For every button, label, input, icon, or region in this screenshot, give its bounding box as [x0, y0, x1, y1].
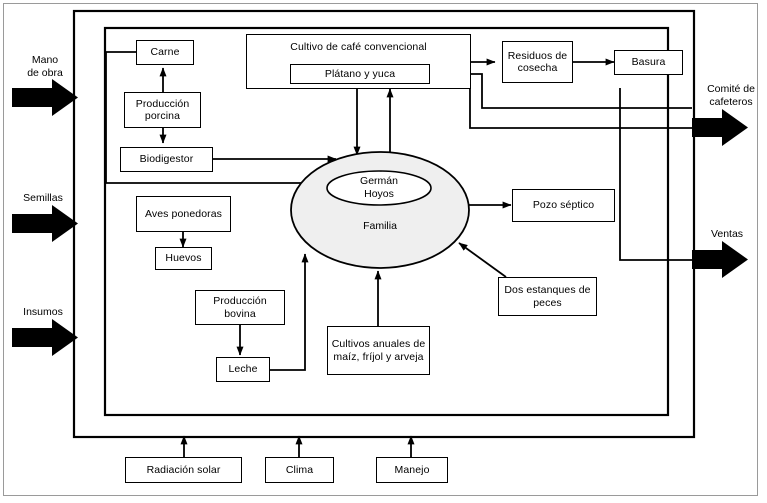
node-pozo-septico[interactable]: Pozo séptico	[512, 189, 615, 222]
node-radiacion-solar[interactable]: Radiación solar	[125, 457, 242, 483]
familia-ellipse	[290, 151, 470, 269]
node-huevos[interactable]: Huevos	[155, 247, 212, 270]
german-hoyos-ellipse	[326, 170, 432, 206]
arrow-mano-de-obra	[12, 79, 78, 116]
input-label-insumos: Insumos	[23, 306, 63, 318]
production-boundary	[103, 26, 670, 417]
node-platano-yuca[interactable]: Plátano y yuca	[290, 64, 430, 84]
arrow-comite-de-cafeteros	[692, 109, 748, 146]
link-carne-to-familia	[105, 51, 333, 187]
output-label-comite-de-cafeteros: Comité de cafeteros	[707, 83, 755, 108]
arrow-insumos	[12, 319, 78, 356]
arrow-ventas	[692, 241, 748, 278]
node-leche[interactable]: Leche	[216, 357, 270, 382]
node-basura[interactable]: Basura	[614, 50, 683, 75]
link-estanques-to-familia	[458, 242, 507, 278]
output-label-ventas: Ventas	[710, 228, 744, 240]
node-residuos-cosecha[interactable]: Residuos de cosecha	[502, 41, 573, 83]
input-label-semillas: Semillas	[23, 192, 63, 204]
center-outer-label: Familia	[363, 220, 397, 232]
node-aves-ponedoras[interactable]: Aves ponedoras	[136, 196, 231, 232]
link-system-to-ventas	[619, 88, 692, 261]
node-clima[interactable]: Clima	[265, 457, 334, 483]
node-dos-estanques[interactable]: Dos estanques de peces	[498, 277, 597, 316]
node-carne[interactable]: Carne	[136, 40, 194, 65]
link-cafe-to-comite	[469, 88, 692, 129]
node-manejo[interactable]: Manejo	[376, 457, 448, 483]
page-border	[3, 3, 758, 496]
node-produccion-bovina[interactable]: Producción bovina	[195, 290, 285, 325]
node-produccion-porcina[interactable]: Producción porcina	[124, 92, 201, 128]
link-leche-to-familia	[270, 253, 309, 371]
center-inner-label: Germán Hoyos	[360, 175, 398, 200]
input-label-mano-de-obra: Mano de obra	[27, 54, 63, 79]
node-cultivos-anuales[interactable]: Cultivos anuales de maíz, fríjol y arvej…	[327, 326, 430, 375]
arrow-semillas	[12, 205, 78, 242]
node-biodigestor[interactable]: Biodigestor	[120, 147, 213, 172]
